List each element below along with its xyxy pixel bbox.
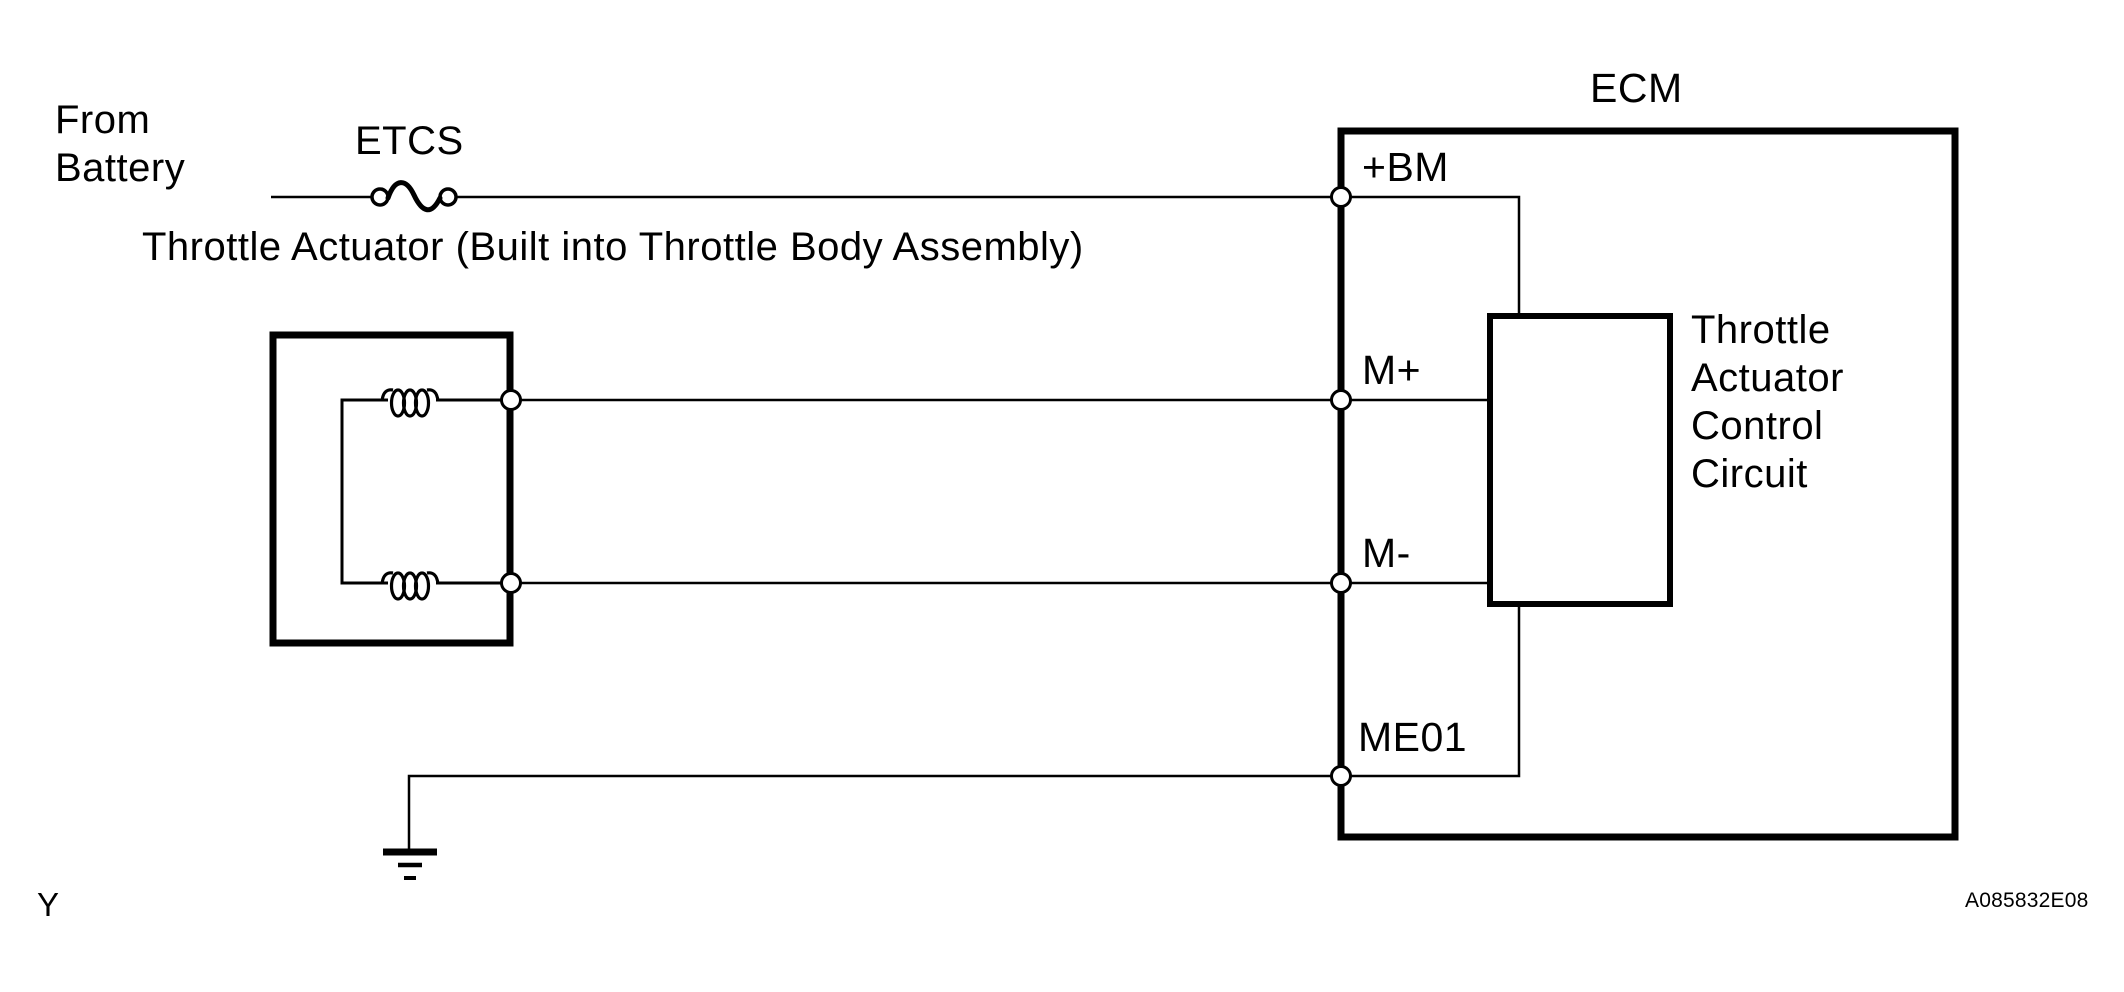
control-circuit-label: Throttle Actuator Control Circuit <box>1691 306 1844 498</box>
control-circuit-line1: Throttle <box>1691 308 1831 352</box>
actuator-caption: Throttle Actuator (Built into Throttle B… <box>142 225 1084 269</box>
fuse-label: ETCS <box>355 119 464 163</box>
actuator-terminal-m-minus-dot <box>500 572 522 594</box>
ecm-terminal-m-plus-dot <box>1330 389 1352 411</box>
coil-entry-arc <box>380 388 394 402</box>
page-marker: Y <box>37 886 60 923</box>
terminal-label-m-minus: M- <box>1362 530 1411 576</box>
fuse-terminal-left-icon <box>370 187 390 207</box>
terminal-label-bm: +BM <box>1362 144 1449 190</box>
wire-ground <box>407 774 1341 850</box>
from-battery-line2: Battery <box>55 146 186 190</box>
coil-loop <box>413 388 431 418</box>
actuator-terminal-m-plus-dot <box>500 389 522 411</box>
control-circuit-line4: Circuit <box>1691 452 1808 496</box>
coil-entry-arc <box>380 571 394 585</box>
figure-id: A085832E08 <box>1965 889 2089 912</box>
diagram-ink-layer <box>269 127 1959 880</box>
control-circuit-box <box>1487 313 1673 607</box>
ecm-internal-wires <box>1341 195 1521 778</box>
coil-exit-arc <box>426 571 440 585</box>
wire-me01-internal <box>1341 604 1521 778</box>
terminal-label-me01: ME01 <box>1358 714 1468 760</box>
ecm-terminal-bm-dot <box>1330 186 1352 208</box>
from-battery-line1: From <box>55 98 151 142</box>
ecm-terminal-me01-dot <box>1330 765 1352 787</box>
actuator-inner-circuit <box>340 388 511 601</box>
coil-exit-arc <box>426 388 440 402</box>
fuse-terminal-right-icon <box>438 187 458 207</box>
from-battery-label: From Battery <box>55 96 185 192</box>
ecm-title: ECM <box>1590 65 1683 111</box>
control-circuit-line3: Control <box>1691 404 1824 448</box>
control-circuit-line2: Actuator <box>1691 356 1844 400</box>
terminal-dots <box>500 186 1352 787</box>
coil-loop <box>413 571 431 601</box>
coil-symbol-top <box>380 388 440 418</box>
actuator-inner-wire <box>340 398 388 585</box>
fuse-symbol <box>370 180 458 213</box>
ecm-terminal-m-minus-dot <box>1330 572 1352 594</box>
ground-symbol <box>383 848 437 880</box>
ecm-box <box>1337 127 1959 841</box>
coil-symbol-bottom <box>380 571 440 601</box>
terminal-label-m-plus: M+ <box>1362 347 1422 393</box>
wire-bm-internal <box>1341 195 1521 316</box>
throttle-actuator-box <box>269 331 514 647</box>
fuse-element-icon <box>385 180 443 213</box>
